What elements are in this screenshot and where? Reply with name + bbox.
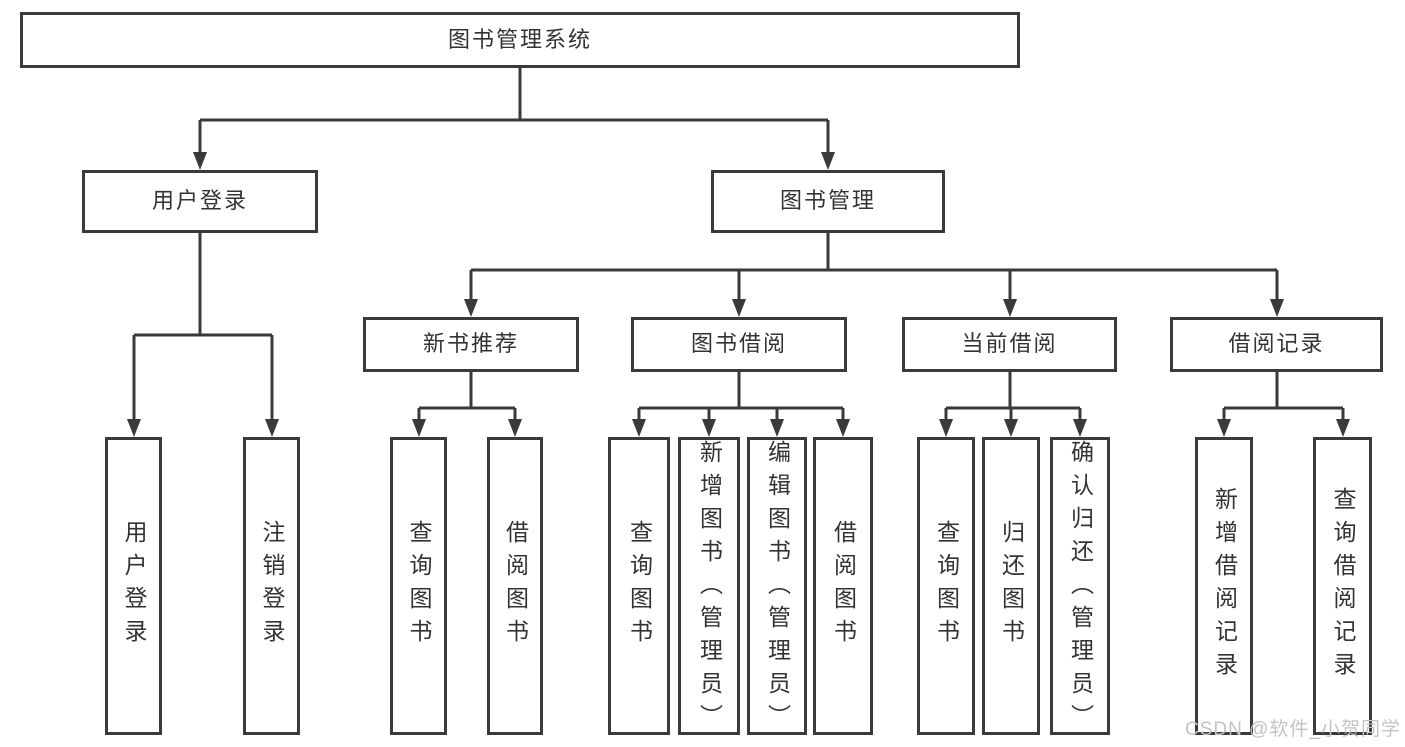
- node-new-book-recommend: 新书推荐: [363, 317, 579, 372]
- csdn-watermark: CSDN @软件_小贺同学: [1185, 719, 1401, 740]
- leaf-records-add-borrow-record: 新增借阅记录: [1195, 437, 1253, 735]
- node-current-borrowing: 当前借阅: [902, 317, 1117, 372]
- node-borrow-records: 借阅记录: [1170, 317, 1383, 372]
- leaf-user-login: 用户登录: [105, 437, 162, 735]
- node-book-borrowing: 图书借阅: [631, 317, 847, 372]
- leaf-logout-login: 注销登录: [243, 437, 300, 735]
- leaf-current-query-books: 查询图书: [917, 437, 975, 735]
- leaf-current-return-books: 归还图书: [982, 437, 1040, 735]
- node-user-login: 用户登录: [82, 170, 318, 233]
- leaf-borrowing-add-books-admin: 新增图书（管理员）: [678, 437, 740, 737]
- leaf-borrowing-edit-books-admin: 编辑图书（管理员）: [747, 437, 807, 737]
- leaf-current-confirm-return-admin: 确认归还（管理员）: [1050, 437, 1110, 737]
- node-book-management: 图书管理: [711, 170, 945, 233]
- leaf-borrowing-borrow-books: 借阅图书: [813, 437, 873, 735]
- leaf-recommend-query-books: 查询图书: [390, 437, 447, 735]
- leaf-records-query-borrow-record: 查询借阅记录: [1313, 437, 1372, 735]
- leaf-recommend-borrow-books: 借阅图书: [487, 437, 543, 735]
- leaf-borrowing-query-books: 查询图书: [608, 437, 670, 735]
- node-root-library-management-system: 图书管理系统: [20, 12, 1020, 68]
